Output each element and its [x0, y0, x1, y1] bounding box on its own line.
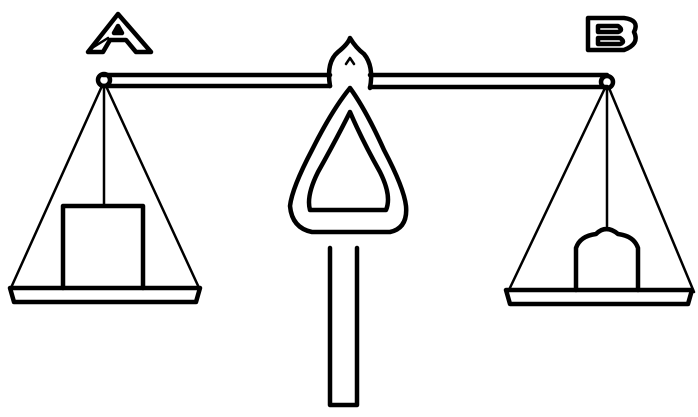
left-pan	[10, 288, 200, 302]
right-weight-block	[576, 229, 638, 290]
balance-pointer	[290, 88, 406, 232]
right-pan-strings	[508, 88, 694, 292]
pan-label-a: A	[88, 14, 151, 52]
right-pan	[506, 290, 692, 304]
pan-label-b: B	[588, 18, 636, 50]
balance-beam	[103, 75, 607, 87]
left-pan-strings	[10, 86, 200, 290]
right-hanger-ring	[601, 76, 613, 88]
left-weight-block	[63, 206, 143, 288]
central-post	[330, 248, 357, 405]
left-hanger-ring	[98, 74, 110, 86]
pivot-crown	[329, 38, 371, 88]
